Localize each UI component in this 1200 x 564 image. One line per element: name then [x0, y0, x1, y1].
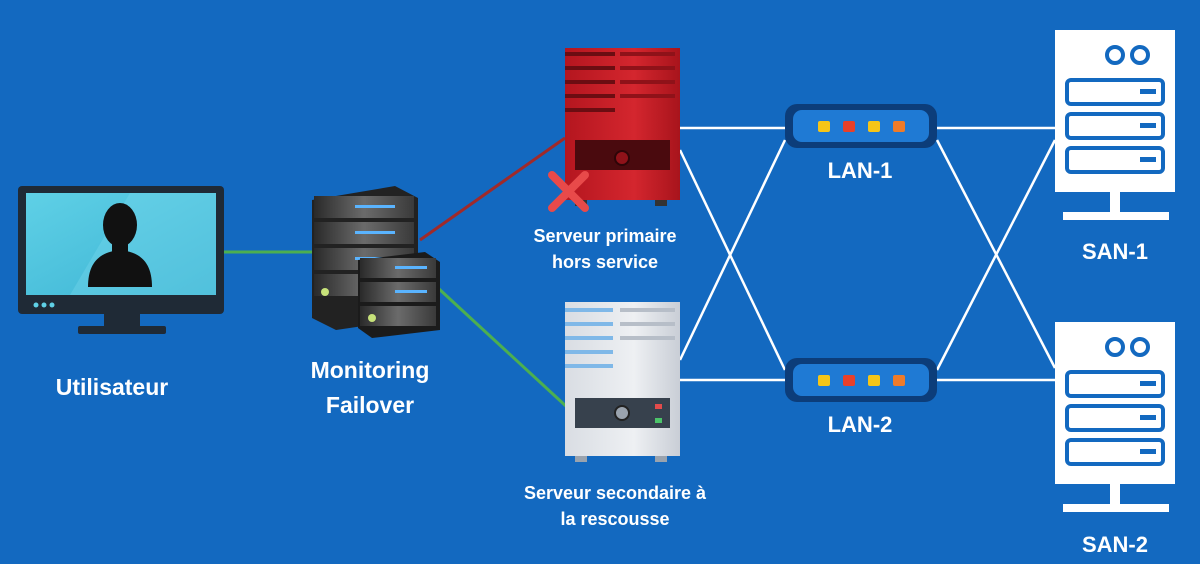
- san1-storage: [1055, 30, 1175, 220]
- san2-label: SAN-2: [1081, 532, 1148, 557]
- link-lan2-san1: [935, 139, 1057, 371]
- lan2-switch: [785, 358, 937, 402]
- lan2-label: LAN-2: [827, 412, 893, 437]
- link-monitoring-primary-failed: [419, 136, 566, 242]
- san1-label: SAN-1: [1081, 239, 1148, 264]
- lan1-switch: [785, 104, 937, 148]
- link-monitoring-secondary: [436, 286, 570, 410]
- lan1-label: LAN-1: [827, 158, 893, 183]
- secondary-server-label: Serveur secondaire à: [523, 483, 707, 503]
- primary-server-label: Serveur primaire: [533, 226, 677, 246]
- monitor-user-icon: [18, 186, 224, 334]
- server-stack-icon: [312, 186, 440, 338]
- user-label: Utilisateur: [55, 374, 169, 400]
- connections: [222, 126, 1057, 410]
- secondary-server-status-label: la rescousse: [560, 509, 670, 529]
- link-secondary-lan1: [678, 139, 787, 361]
- primary-server-status-label: hors service: [551, 252, 659, 272]
- x-mark-icon: [548, 171, 589, 212]
- link-primary-lan2: [678, 149, 787, 371]
- monitoring-label: Monitoring: [310, 357, 430, 383]
- failover-label: Failover: [325, 392, 415, 418]
- san2-storage: [1055, 322, 1175, 512]
- secondary-server: [565, 302, 680, 462]
